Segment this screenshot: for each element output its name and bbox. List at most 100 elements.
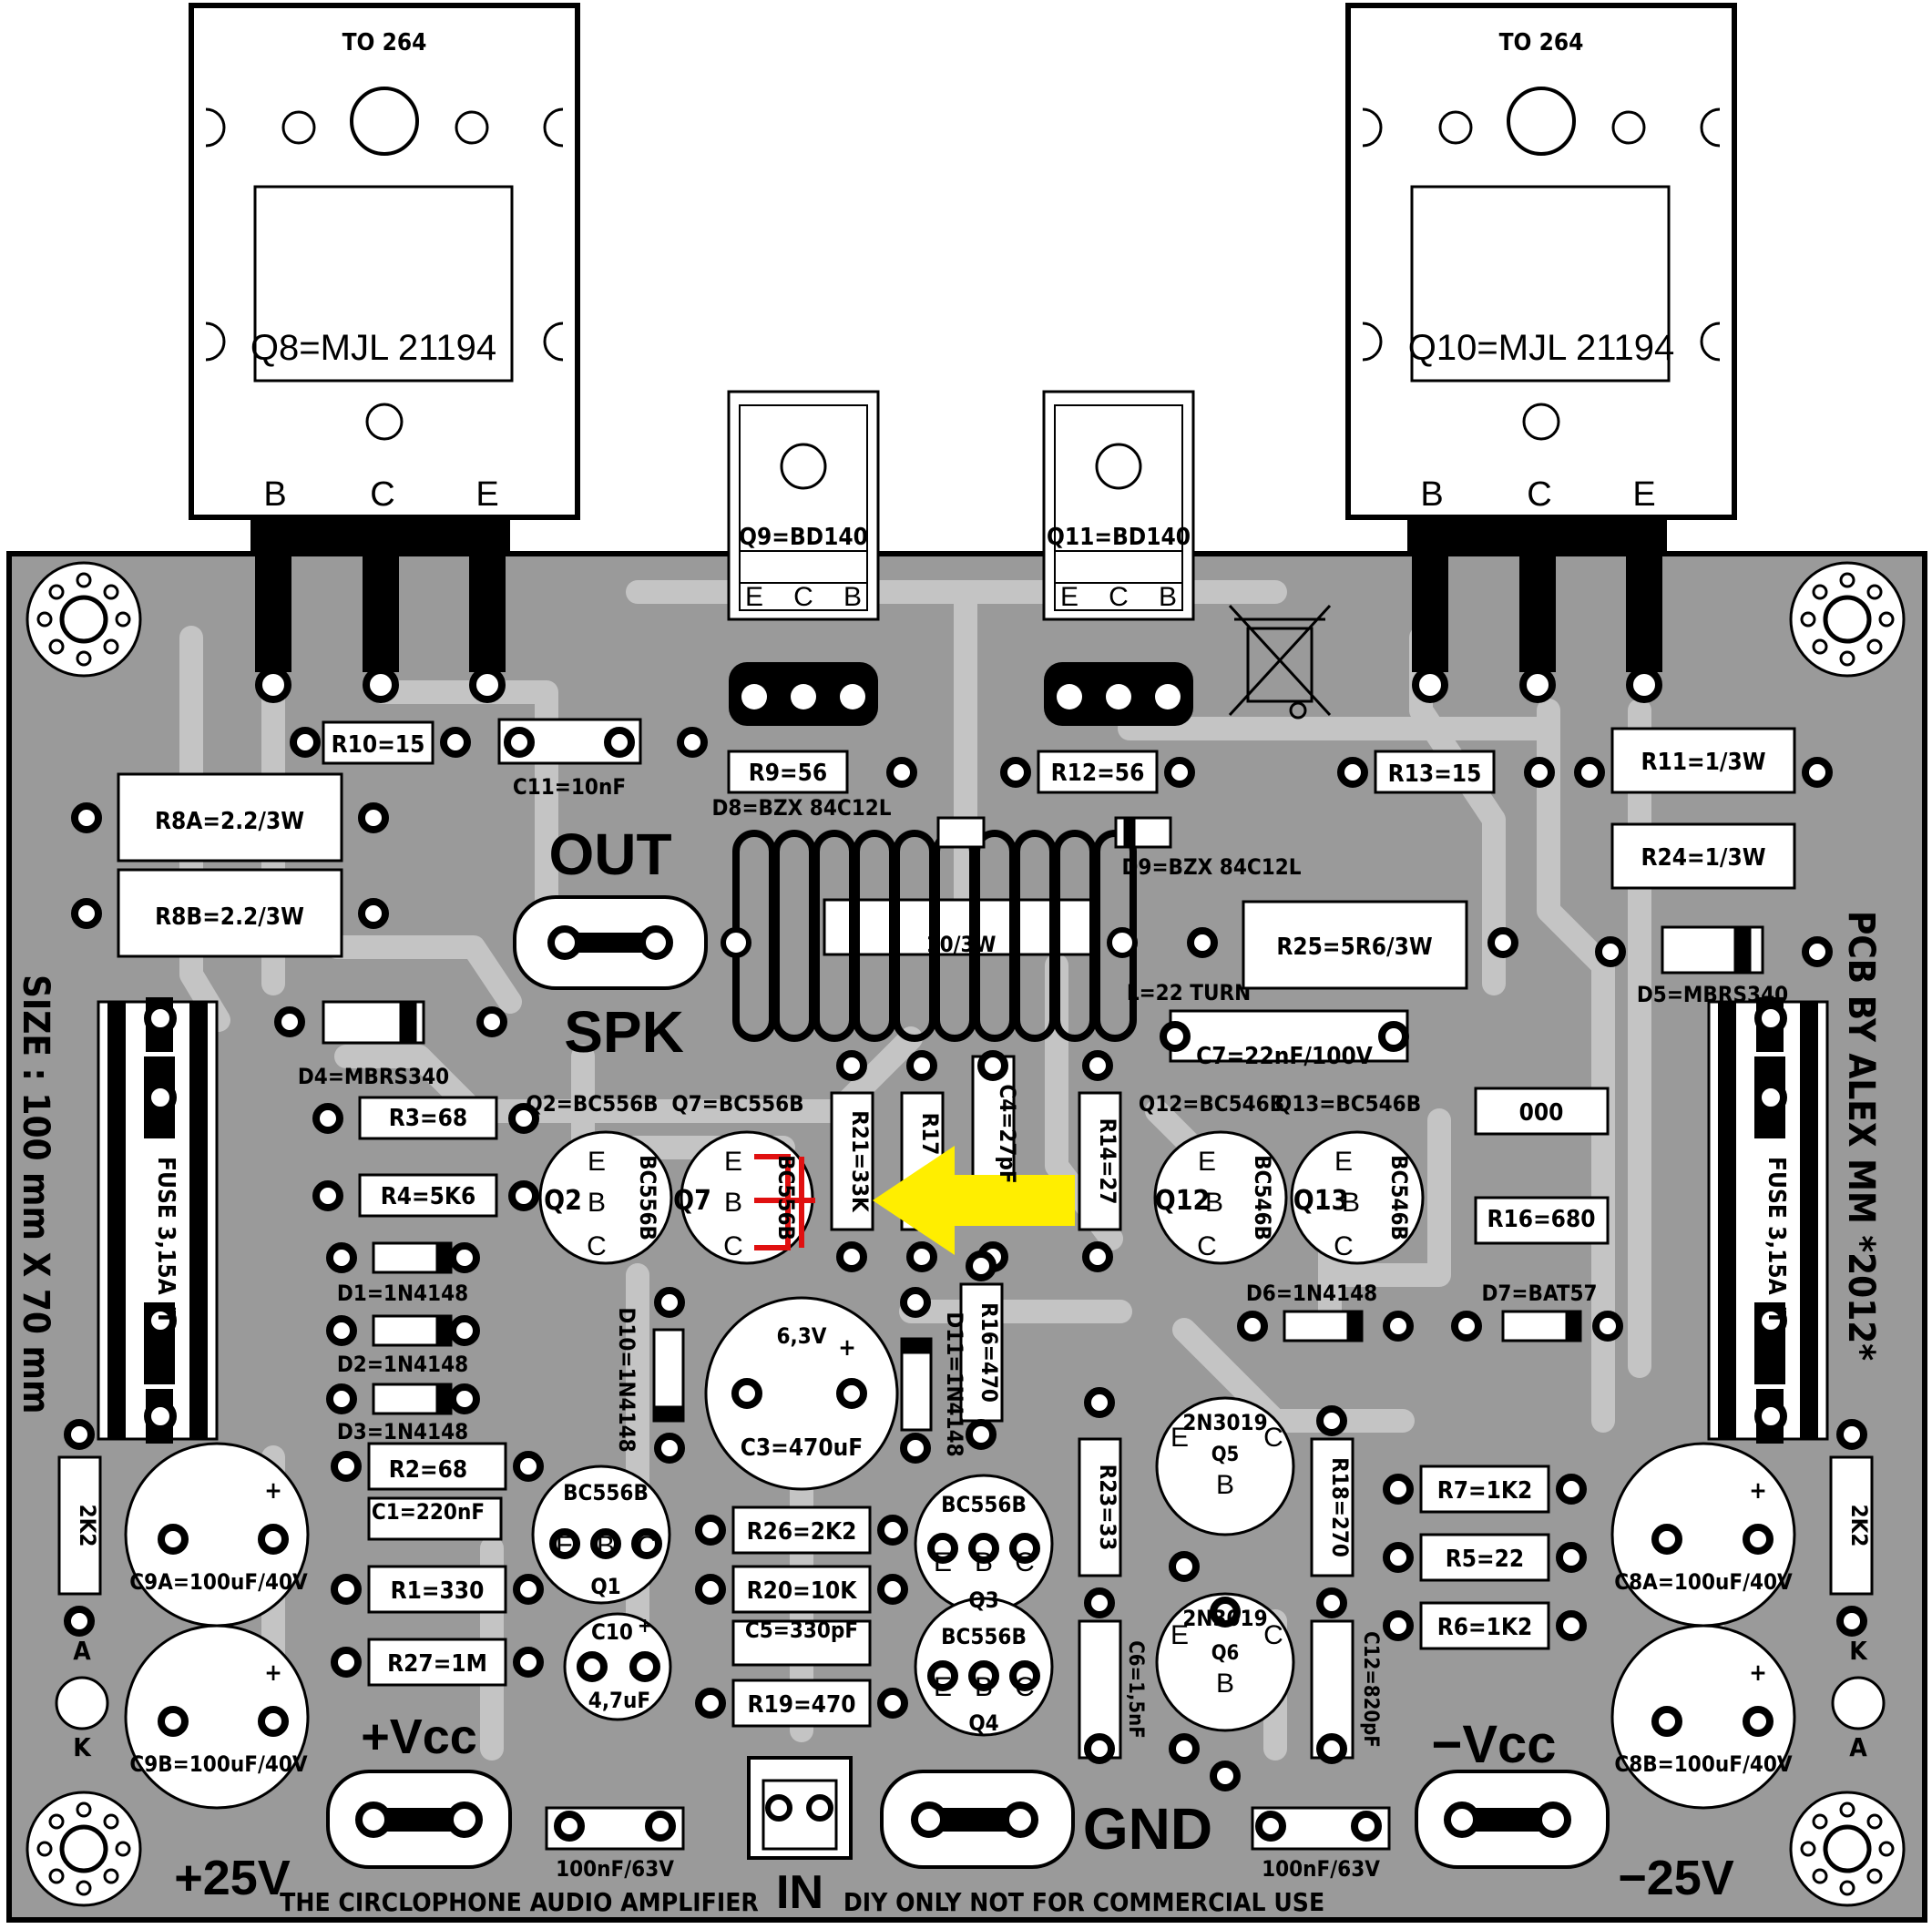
pad [358,802,389,833]
diy-notice: DIY ONLY NOT FOR COMMERCIAL USE [843,1887,1324,1917]
pad [1595,936,1626,967]
pad [71,898,102,929]
component-label: K [73,1732,92,1762]
electrolytic-caps [124,1296,1796,1810]
pad [1210,1761,1241,1791]
component-label: R21=33K [847,1110,873,1213]
pad [1351,1811,1382,1842]
fuse-right-pads [1754,1002,1787,1433]
pad [1651,1524,1682,1555]
pad [326,1242,357,1273]
pad [1556,1610,1587,1641]
vcc-neg-label: −Vcc [1431,1715,1556,1774]
component-label: BC546B [1386,1155,1412,1240]
pad [1009,1533,1040,1564]
pad [1084,1587,1115,1618]
transistor-pin-label: B [588,1188,606,1218]
pad [968,1660,999,1691]
transistor-pin-label: E [1334,1147,1353,1177]
pad [326,1315,357,1346]
component-label: R17 [917,1113,943,1156]
component-label: 2K2 [75,1505,100,1547]
pad [1316,1405,1347,1436]
vcc-pos-label: +Vcc [361,1710,477,1764]
pad [449,1315,480,1346]
pad [449,1383,480,1414]
output-coil [721,830,1138,1042]
component-label: Q12 [1155,1185,1211,1217]
component-label: + [264,1477,282,1505]
component-label: R16=680 [1487,1206,1596,1233]
pad [631,1528,662,1559]
pad [554,1811,585,1842]
component-label: R9=56 [749,760,827,787]
q9-package [727,390,880,726]
component-label: A [73,1636,91,1666]
component-label: D1=1N4148 [337,1281,468,1306]
pad [645,1811,676,1842]
pad [290,727,321,758]
q8-pin-c: C [370,475,394,514]
transistor-pin-label: E [934,1547,952,1577]
component-label: C8B=100uF/40V [1614,1751,1793,1777]
pad [71,802,102,833]
component-label: Q1 [590,1574,620,1599]
component-label: + [838,1334,856,1362]
highlight-arrow [873,1146,1075,1255]
component-label: C10 [591,1619,633,1645]
transistor-pin-label: E [556,1531,574,1561]
spk-label: SPK [564,999,684,1065]
pad [1082,1050,1113,1081]
q11-pin-c: C [1109,582,1129,612]
component-label: R4=5K6 [381,1183,476,1210]
in-label: IN [776,1866,823,1919]
q11-pin-b: B [1159,582,1177,612]
pad [1316,1733,1347,1764]
component-label: A [1849,1732,1867,1762]
pad [877,1688,908,1719]
pad [1743,1524,1774,1555]
component-label: D8=BZX 84C12L [711,795,891,821]
component-label: 4,7uF [588,1688,650,1713]
pad [836,1241,867,1272]
component-label: + [638,1615,653,1638]
component-label: BC556B [941,1492,1027,1517]
pad [258,1524,289,1555]
pad [1237,1311,1268,1342]
transistor-pin-label: C [1015,1672,1035,1702]
supply-neg-label: −25V [1618,1851,1734,1905]
component-label: R16=470 [976,1302,1002,1403]
pad [1592,1311,1623,1342]
component-label: 000 [1519,1099,1564,1127]
pad [504,727,535,758]
transistor-pin-label: C [1334,1231,1354,1261]
pad [604,727,635,758]
pad [836,1378,867,1409]
component-label: R14=27 [1095,1118,1120,1205]
pad [836,1050,867,1081]
pad [977,1050,1008,1081]
component-label: 100nF/63V [556,1856,674,1882]
pad [1082,1241,1113,1272]
component-label: Q5 [1211,1444,1240,1466]
q8-package-label: TO 264 [342,29,427,56]
transistor-pin-label: B [975,1547,993,1577]
pad [906,1050,937,1081]
component-label: Q2=BC556B [526,1091,658,1117]
q8-label: Q8=MJL 21194 [250,328,496,368]
pad [1487,927,1518,958]
pad [1524,757,1555,788]
pad [1169,1551,1200,1582]
component-label: Q3 [968,1587,998,1613]
power-pads [255,667,1662,703]
pad [966,1419,997,1450]
component-label: R8A=2.2/3W [155,808,304,835]
transistor-pin-label: B [1342,1188,1360,1218]
component-label: R26=2K2 [747,1518,857,1546]
pad [1160,1021,1191,1052]
pad [508,1103,539,1134]
component-label: R19=470 [748,1691,856,1719]
pad [1164,757,1195,788]
q8-pin-b: B [263,475,286,514]
transistor-pin-label: C [1197,1231,1217,1261]
